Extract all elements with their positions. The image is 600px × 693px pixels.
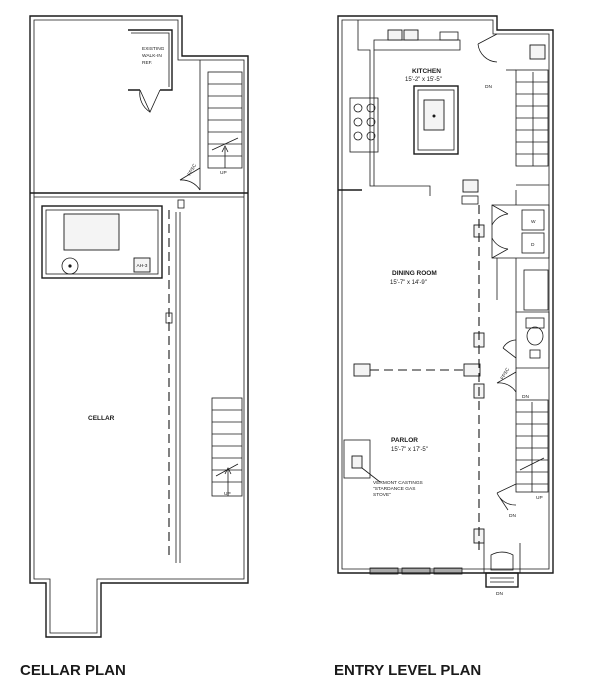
entry-lower-stair: UP DN [496, 399, 549, 519]
kitchen-label: KITCHEN [412, 68, 441, 75]
walkin-ref: EXISTING WALK-IN REF. [128, 29, 173, 113]
cellar-plan-title: CELLAR PLAN [20, 662, 126, 679]
stove-note-line-2: "STARDANCE GAS [373, 486, 415, 492]
cellar-outer-walls [29, 15, 249, 638]
walkin-ref-label-1: EXISTING [142, 46, 165, 52]
range-burners [349, 97, 379, 153]
powder-room [502, 269, 550, 369]
entry-level-plan-title: ENTRY LEVEL PLAN [334, 662, 481, 679]
entry-fpsc-label: FPSC [500, 366, 512, 381]
ah3-label: AH-3 [137, 263, 148, 269]
entry-stair-up-label: UP [536, 495, 543, 501]
entry-level-plan: KITCHEN 15'-2" x 15'-5" DN [334, 15, 554, 679]
dining-room-label: DINING ROOM [392, 270, 437, 277]
cellar-fpsc-door: FPSC [177, 162, 201, 209]
cellar-upper-stair: UP [207, 71, 243, 176]
gas-stove: VERMONT CASTINGS "STARDANCE GAS STOVE" [343, 439, 423, 498]
entry-vestibule: DN [483, 543, 521, 597]
kitchen-island [413, 85, 459, 155]
cellar-fpsc-label: FPSC [187, 162, 199, 177]
cellar-plan: EXISTING WALK-IN REF. UP FPSC [20, 15, 249, 679]
cellar-stair-up-label-bottom: UP [224, 491, 231, 497]
dining-room-dims: 15'-7" x 14'-9" [390, 280, 427, 286]
washer-label: W [531, 219, 536, 225]
cellar-room-label: CELLAR [88, 415, 115, 422]
dn-label-top: DN [485, 84, 492, 90]
dn-label-lower: DN [509, 513, 516, 519]
cellar-lower-stair: UP [211, 397, 243, 497]
kitchen: KITCHEN 15'-2" x 15'-5" [349, 20, 546, 196]
walkin-ref-label-2: WALK-IN [142, 53, 162, 59]
walkin-ref-label-3: REF. [142, 60, 152, 66]
entry-fpsc-door: FPSC DN [496, 366, 529, 400]
stove-note-line-1: VERMONT CASTINGS [373, 480, 423, 486]
parlor-dims: 15'-7" x 17'-5" [391, 447, 428, 453]
cellar-stair-up-label-top: UP [220, 170, 227, 176]
front-windows [369, 567, 463, 575]
entry-outer-walls [337, 15, 554, 574]
dn-label-entry: DN [496, 591, 503, 597]
kitchen-dims: 15'-2" x 15'-5" [405, 77, 442, 83]
dryer-label: D [531, 242, 535, 248]
parlor-label: PARLOR [391, 437, 418, 444]
stove-note-line-3: STOVE" [373, 492, 391, 498]
entry-upper-stair: DN [485, 69, 549, 167]
mechanical-area: AH-3 [41, 205, 163, 279]
dn-label-mid: DN [522, 394, 529, 400]
laundry-closet: W D [491, 204, 550, 259]
